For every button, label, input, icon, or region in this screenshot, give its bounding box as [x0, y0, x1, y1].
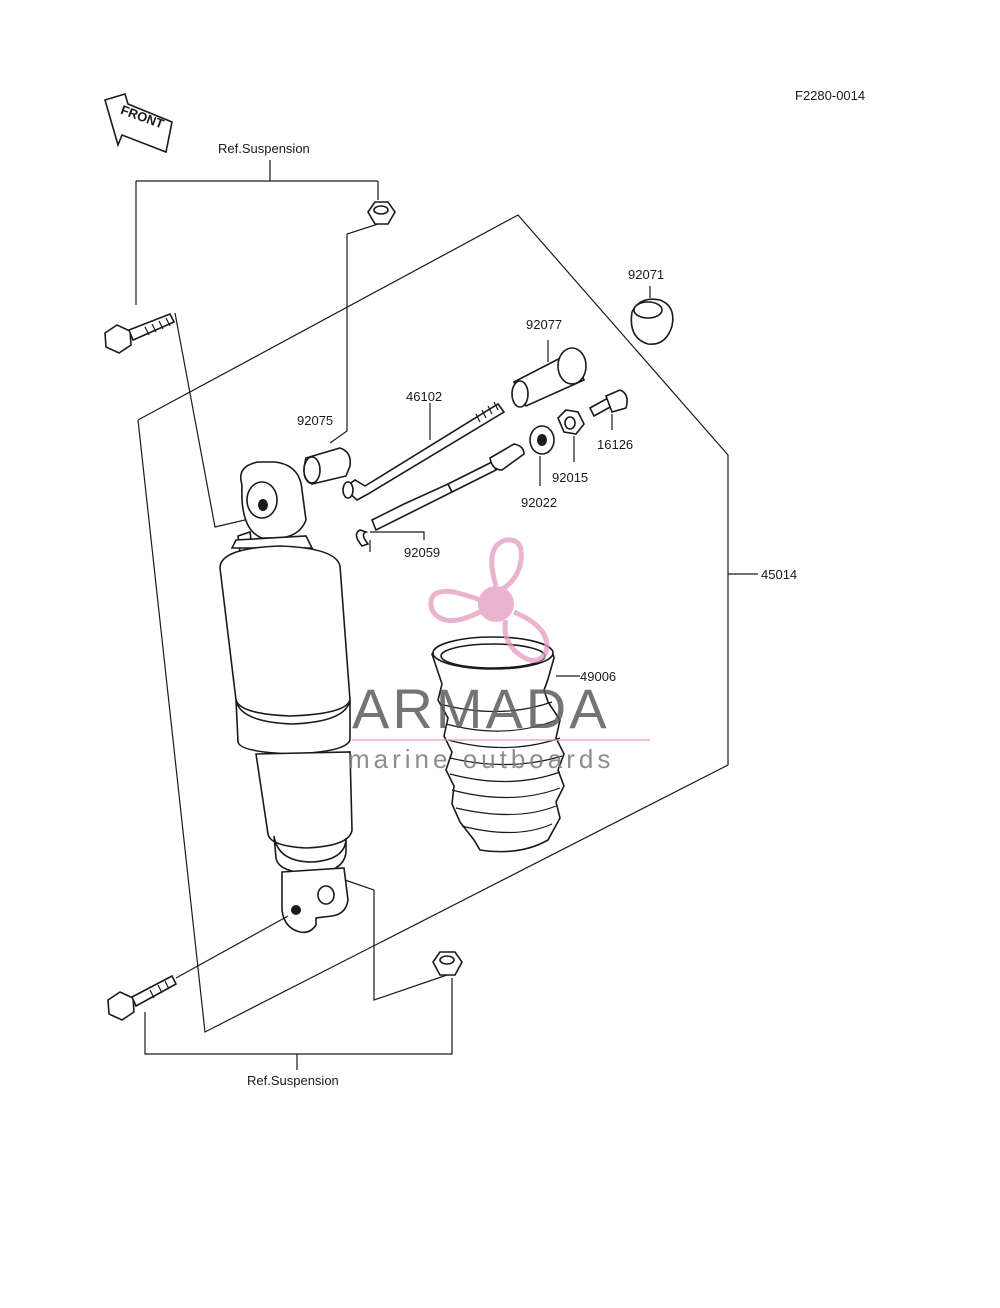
part-label-46102: 46102 — [406, 389, 442, 404]
part-label-92071: 92071 — [628, 267, 664, 282]
ref-bracket-top — [135, 160, 379, 305]
collar-92077-icon — [511, 340, 587, 408]
ref-suspension-bottom-label: Ref.Suspension — [247, 1073, 339, 1088]
nut-92015-icon — [557, 409, 585, 435]
bottom-bolt-icon — [107, 974, 178, 1021]
ref-bracket-bottom — [144, 978, 453, 1070]
part-label-92075: 92075 — [297, 413, 333, 428]
watermark-brand: ARMADA — [352, 677, 610, 740]
shock-absorber — [219, 461, 353, 934]
washer-92022-icon — [529, 425, 555, 455]
fitting-16126-icon — [588, 389, 628, 430]
part-label-92022: 92022 — [521, 495, 557, 510]
part-label-45014: 45014 — [761, 567, 797, 582]
rubber-92071-icon — [630, 286, 674, 345]
part-label-92059: 92059 — [404, 545, 440, 560]
part-label-92077: 92077 — [526, 317, 562, 332]
pin-92059-icon — [355, 443, 525, 547]
top-nut-icon — [367, 201, 396, 225]
figure-code: F2280-0014 — [795, 88, 865, 103]
part-label-49006: 49006 — [580, 669, 616, 684]
pin-46102-icon — [342, 401, 506, 501]
ref-suspension-top-label: Ref.Suspension — [218, 141, 310, 156]
bushing-92075-icon — [303, 447, 352, 485]
front-arrow-icon: FRONT — [104, 93, 173, 154]
watermark-propeller-icon — [428, 537, 550, 663]
watermark-tagline: marine outboards — [348, 744, 614, 774]
boot-49006-icon — [431, 636, 565, 853]
top-bolt-icon — [104, 312, 176, 354]
bottom-nut-icon — [432, 951, 463, 976]
part-label-16126: 16126 — [597, 437, 633, 452]
part-label-92015: 92015 — [552, 470, 588, 485]
assembly-outline — [137, 214, 729, 1033]
